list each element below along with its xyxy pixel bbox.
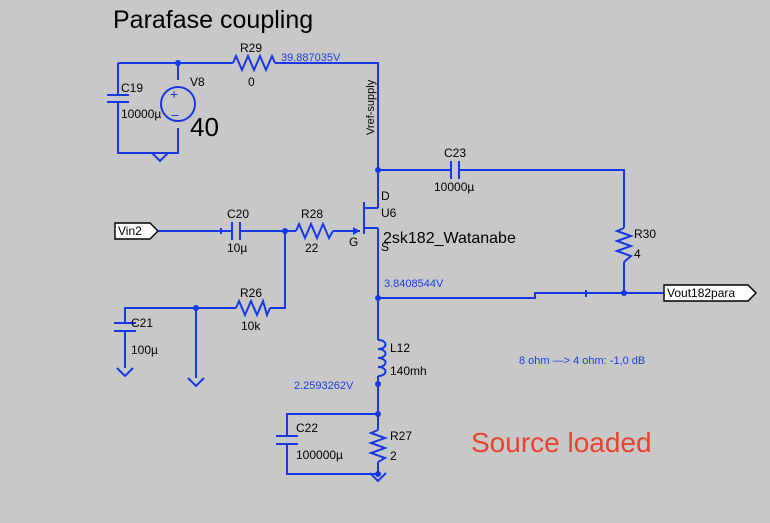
capacitor-c23[interactable] bbox=[450, 161, 460, 179]
l12-ref-label: L12 bbox=[390, 341, 410, 355]
u6-pin-d-label: D bbox=[381, 189, 390, 203]
c20-value-label: 10µ bbox=[227, 241, 247, 255]
supply-voltage-label: 39.887035V bbox=[281, 52, 341, 64]
c23-ref-label: C23 bbox=[444, 146, 466, 160]
gate-junction bbox=[282, 228, 288, 234]
source-loaded-note: Source loaded bbox=[471, 427, 652, 458]
capacitor-c22[interactable] bbox=[276, 435, 298, 445]
capacitor-c20[interactable] bbox=[231, 222, 241, 240]
schematic-title: Parafase coupling bbox=[113, 6, 313, 34]
output-wires bbox=[377, 169, 664, 299]
source-wires bbox=[286, 298, 387, 483]
capacitor-c19[interactable] bbox=[107, 94, 129, 103]
inductor-l12[interactable] bbox=[377, 339, 387, 377]
output-junction bbox=[621, 290, 627, 296]
c22-ref-label: C22 bbox=[296, 421, 318, 435]
drain-junction bbox=[375, 167, 381, 173]
c20-ref-label: C20 bbox=[227, 207, 249, 221]
r27-value-label: 2 bbox=[390, 449, 397, 463]
c21-value-label: 100µ bbox=[131, 343, 158, 357]
r26-value-label: 10k bbox=[241, 319, 261, 333]
bias-junction bbox=[193, 305, 199, 311]
u6-pin-g-label: G bbox=[349, 235, 358, 249]
v8-ref-label: V8 bbox=[190, 75, 205, 89]
u6-pin-s-label: S bbox=[381, 240, 389, 254]
r30-value-label: 4 bbox=[634, 247, 641, 261]
r29-value-label: 0 bbox=[248, 75, 255, 89]
vref-supply-net-label: Vref-supply bbox=[365, 79, 377, 135]
attenuation-note: 8 ohm —> 4 ohm: -1,0 dB bbox=[519, 355, 645, 367]
c19-ref-label: C19 bbox=[121, 81, 143, 95]
ground-junction bbox=[375, 471, 381, 477]
r26-ref-label: R26 bbox=[240, 286, 262, 300]
r30-ref-label: R30 bbox=[634, 227, 656, 241]
resistor-r27[interactable] bbox=[368, 429, 388, 463]
u6-ref-label: U6 bbox=[381, 206, 397, 220]
c22-value-label: 100000µ bbox=[296, 448, 343, 462]
r28-value-label: 22 bbox=[305, 241, 319, 255]
v8-value-label: 40 bbox=[190, 112, 219, 142]
input-port[interactable] bbox=[114, 222, 159, 240]
svg-text:+: + bbox=[170, 86, 178, 102]
svg-text:−: − bbox=[171, 107, 179, 123]
l12-value-label: 140mh bbox=[390, 364, 427, 378]
jfet-u6[interactable] bbox=[344, 190, 379, 283]
voltage-source-v8[interactable]: + − bbox=[160, 86, 196, 123]
resistor-r29[interactable] bbox=[232, 53, 276, 73]
resistor-r28[interactable] bbox=[295, 221, 334, 241]
c21-ref-label: C21 bbox=[131, 316, 153, 330]
u6-model-label: 2sk182_Watanabe bbox=[383, 230, 516, 247]
inductor-voltage-label: 2.2593262V bbox=[294, 380, 354, 392]
resistor-r30[interactable] bbox=[614, 227, 634, 263]
c23-value-label: 10000µ bbox=[434, 180, 474, 194]
input-port-label: Vin2 bbox=[118, 224, 142, 238]
source-voltage-label: 3.8408544V bbox=[384, 278, 444, 290]
vout-port-label: Vout182para bbox=[667, 286, 735, 300]
r27-ref-label: R27 bbox=[390, 429, 412, 443]
c22-junction bbox=[375, 411, 381, 417]
r28-ref-label: R28 bbox=[301, 207, 323, 221]
capacitor-c21[interactable] bbox=[114, 322, 136, 332]
c19-value-label: 10000µ bbox=[121, 107, 161, 121]
inductor-junction bbox=[375, 381, 381, 387]
vout-port[interactable] bbox=[663, 284, 757, 302]
resistor-r26[interactable] bbox=[235, 298, 271, 318]
r29-ref-label: R29 bbox=[240, 41, 262, 55]
supply-junction bbox=[175, 60, 181, 66]
